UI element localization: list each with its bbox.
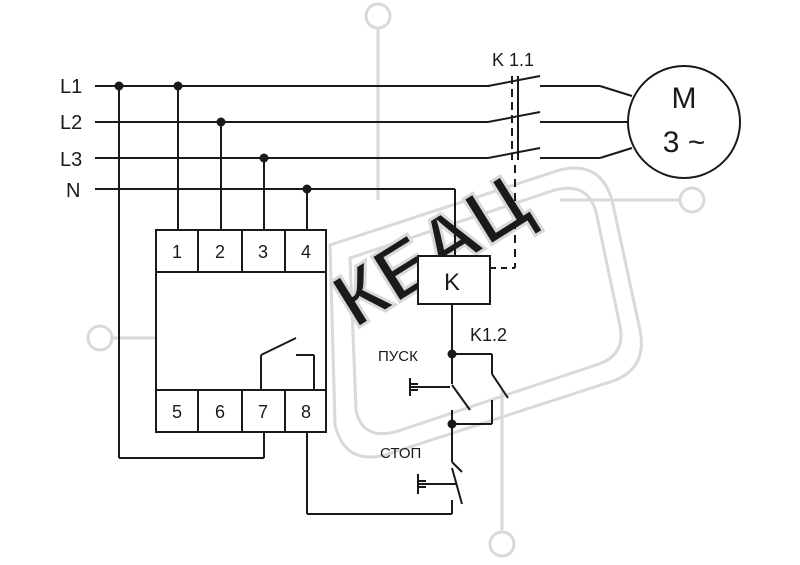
coil-box bbox=[417, 255, 491, 305]
aux-contact bbox=[452, 353, 509, 425]
motor-symbol: M bbox=[672, 82, 697, 115]
line-label-l3: L3 bbox=[60, 149, 82, 171]
main-contacts bbox=[487, 75, 633, 269]
motor: M 3 ~ bbox=[627, 65, 741, 179]
relay-device: 1 2 3 4 5 6 7 8 bbox=[155, 229, 327, 433]
terminal-5: 5 bbox=[172, 402, 182, 422]
main-contacts-label: K 1.1 bbox=[492, 50, 534, 70]
motor-phase: 3 ~ bbox=[663, 126, 706, 159]
stop-button bbox=[417, 424, 463, 514]
terminal-2: 2 bbox=[215, 242, 225, 262]
line-label-l2: L2 bbox=[60, 112, 82, 134]
terminal-7: 7 bbox=[258, 402, 268, 422]
coil-label: K bbox=[444, 269, 460, 296]
contactor-coil: K bbox=[417, 189, 491, 359]
bus-lines bbox=[95, 85, 490, 190]
stop-button-label: СТОП bbox=[380, 445, 421, 462]
motor-circle bbox=[627, 65, 741, 179]
terminal-3: 3 bbox=[258, 242, 268, 262]
aux-contact-label: K1.2 bbox=[470, 325, 507, 345]
terminal-1: 1 bbox=[172, 242, 182, 262]
terminal-4: 4 bbox=[301, 242, 311, 262]
terminal-8: 8 bbox=[301, 402, 311, 422]
line-label-n: N bbox=[66, 180, 80, 202]
start-button-label: ПУСК bbox=[378, 348, 418, 365]
line-label-l1: L1 bbox=[60, 76, 82, 98]
relay-wiring bbox=[114, 81, 452, 515]
watermark-logo-text: КЕАЦ bbox=[317, 157, 544, 344]
terminal-6: 6 bbox=[215, 402, 225, 422]
